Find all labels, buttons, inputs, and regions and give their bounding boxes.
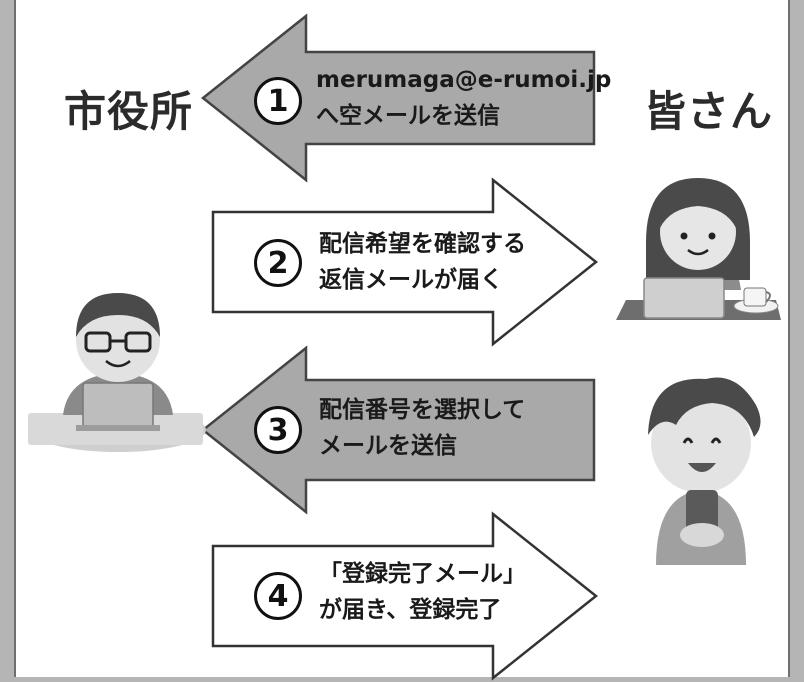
step-2-arrow (211, 177, 599, 347)
step-3-line-1: 配信番号を選択して (319, 397, 526, 423)
step-3-number: 3 (254, 406, 302, 454)
step-4-number: 4 (254, 572, 302, 620)
city-hall-label: 市役所 (64, 87, 194, 136)
step-1-arrow (200, 13, 596, 183)
step-1-text: merumaga@e-rumoi.jp へ空メールを送信 (316, 62, 611, 134)
step-1-line-1: merumaga@e-rumoi.jp (316, 67, 612, 93)
step-2-text: 配信希望を確認する 返信メールが届く (319, 226, 526, 298)
step-4-line-1: 「登録完了メール」 (319, 561, 526, 587)
step-3-line-2: メールを送信 (319, 433, 457, 459)
step-3-text: 配信番号を選択して メールを送信 (319, 392, 525, 464)
boy-smartphone-icon (648, 377, 761, 565)
citizens-label: 皆さん (644, 87, 774, 136)
step-4-text: 「登録完了メール」 が届き、登録完了 (319, 556, 526, 628)
city-staff-laptop-icon (28, 293, 206, 452)
step-1-line-2: へ空メールを送信 (316, 103, 500, 129)
step-3-arrow (200, 345, 596, 515)
woman-laptop-coffee-icon (616, 178, 781, 320)
step-2-line-2: 返信メールが届く (319, 267, 503, 293)
step-1-number: 1 (254, 77, 302, 125)
diagram-panel: 市役所 皆さん 1 merumaga@e-rumoi.jp へ空メールを送信 2… (14, 0, 790, 681)
step-4-arrow (211, 511, 599, 681)
step-2-line-1: 配信希望を確認する (319, 231, 526, 257)
step-4-line-2: が届き、登録完了 (319, 597, 502, 623)
step-2-number: 2 (254, 239, 302, 287)
